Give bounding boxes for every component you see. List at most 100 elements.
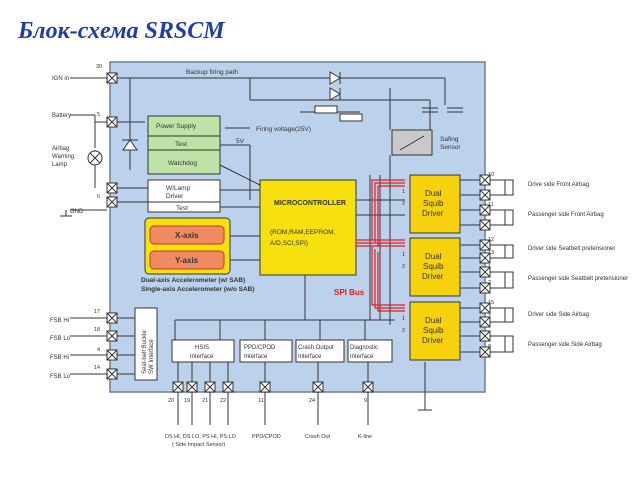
svg-text:Driver side Seatbelt pretensio: Driver side Seatbelt pretensioner (528, 246, 615, 252)
squib-label: Dual (425, 189, 442, 198)
svg-text:Crash Out: Crash Out (305, 434, 331, 440)
svg-text:FSB Hi: FSB Hi (50, 318, 69, 324)
svg-text:1: 1 (402, 316, 405, 322)
squib-output-wiring (460, 179, 505, 353)
squib-label: Squib (423, 326, 444, 335)
mcu-title: MICROCONTROLLER (274, 200, 346, 207)
ground-icon (60, 210, 72, 217)
hsis-label: HSIS (195, 345, 209, 351)
svg-text:Passenger side Side Airbag: Passenger side Side Airbag (528, 342, 602, 348)
svg-text:IGN in: IGN in (52, 76, 69, 82)
svg-text:FSB Lo: FSB Lo (50, 336, 71, 342)
svg-text:Passenger side Front Airbag: Passenger side Front Airbag (528, 212, 604, 218)
svg-text:10: 10 (488, 172, 494, 178)
crash-label: Crash Output (298, 345, 334, 351)
squib-label: Squib (423, 199, 444, 208)
squib-label: Driver (422, 336, 444, 345)
test-label: Test (175, 141, 187, 148)
spi-bus-label: SPI Bus (334, 288, 365, 297)
diode-icon (329, 71, 341, 101)
svg-text:14: 14 (94, 365, 100, 371)
svg-text:24: 24 (309, 398, 315, 404)
backup-path-label: Backup firing path (186, 69, 238, 76)
ppd-label: PPD/CPOD (244, 345, 276, 351)
ppd-interface-label: Interface (244, 354, 268, 360)
svg-text:Passenger side Seatbelt preten: Passenger side Seatbelt pretensioner (528, 276, 628, 282)
microcontroller-block (259, 179, 357, 276)
svg-text:11: 11 (488, 202, 494, 208)
svg-text:15: 15 (488, 300, 494, 306)
diode-icon (122, 139, 138, 151)
svg-text:7: 7 (488, 314, 491, 320)
svg-text:20: 20 (168, 398, 174, 404)
svg-text:FSB Lo: FSB Lo (50, 374, 71, 380)
svg-text:12: 12 (488, 237, 494, 243)
svg-text:30: 30 (96, 64, 102, 70)
seatbelt-label: Seat-belt Buckle (142, 330, 148, 374)
ppd-interface-block (239, 339, 293, 363)
mcu-sub1: (ROM,RAM,EEPROM, (270, 229, 336, 236)
svg-text:2: 2 (488, 280, 491, 286)
svg-text:2: 2 (402, 264, 405, 270)
bottom-wiring (177, 362, 426, 425)
svg-text:1: 1 (488, 264, 491, 270)
seatbelt-interface-block (134, 307, 158, 381)
bottom-labels: DS HI, DS LO, PS HI, PS LO ( Side Impact… (165, 434, 372, 448)
svg-text:4: 4 (97, 347, 100, 353)
wlamp-driver-block (147, 179, 221, 213)
diagnostic-interface-block (347, 339, 393, 363)
svg-text:Warning: Warning (52, 154, 74, 160)
svg-text:1: 1 (402, 189, 405, 195)
svg-text:11: 11 (258, 398, 264, 404)
firing-voltage-label: Firing voltage(25V) (256, 126, 311, 133)
svg-text:18: 18 (94, 327, 100, 333)
spi-bus-wires (356, 179, 405, 312)
x-axis-label: X-axis (175, 231, 199, 240)
diag-label: Diagnostic (350, 345, 378, 351)
squib-label: Dual (425, 316, 442, 325)
hsis-interface-label: Interface (190, 354, 214, 360)
squib-label: Driver (422, 209, 444, 218)
connector-icon (504, 179, 514, 353)
squib-label: Dual (425, 252, 442, 261)
svg-text:FSB Hi: FSB Hi (50, 355, 69, 361)
diag-interface-label: Interface (350, 354, 374, 360)
resistor-icon (314, 105, 363, 122)
svg-text:6: 6 (97, 194, 100, 200)
y-axis-block (149, 250, 225, 270)
bottom-pin-numbers: 20 19 21 22 11 24 9 (168, 398, 367, 404)
svg-text:1: 1 (402, 252, 405, 258)
svg-text:( Side Impact Sensor): ( Side Impact Sensor) (172, 442, 225, 448)
svg-text:9: 9 (364, 398, 367, 404)
svg-text:2: 2 (402, 328, 405, 334)
power-supply-label: Power Supply (156, 123, 197, 130)
svg-text:Battery: Battery (52, 113, 71, 119)
svg-text:8: 8 (488, 344, 491, 350)
safing-label: Safing (440, 136, 459, 143)
svg-text:5: 5 (97, 112, 100, 118)
sw-interface-label: SW Interface (149, 339, 155, 374)
watchdog-label: Watchdog (168, 160, 197, 167)
svg-text:22: 22 (220, 398, 226, 404)
left-pin-numbers: 30 5 6 17 18 4 14 (94, 64, 102, 371)
svg-text:GND: GND (70, 209, 84, 215)
hsis-interface-block (171, 339, 235, 363)
five-v-label: 5V (236, 138, 245, 145)
svg-text:Driver side Side Airbag: Driver side Side Airbag (528, 312, 589, 318)
squib-label: Driver (422, 272, 444, 281)
svg-text:Lamp: Lamp (52, 162, 68, 168)
squib-driver-3: Dual Squib Driver (409, 301, 461, 361)
accel-single-label: Single-axis Accelerometer (w/o SAB) (141, 286, 255, 293)
squib-label: Squib (423, 262, 444, 271)
svg-text:2: 2 (402, 201, 405, 207)
svg-text:19: 19 (184, 398, 190, 404)
mcu-sub2: A/D,SCI,SPI) (270, 240, 308, 247)
svg-text:17: 17 (94, 309, 100, 315)
left-wiring (70, 77, 135, 375)
svg-text:K-line: K-line (358, 434, 372, 440)
left-labels: IGN in Battery Airbag Warning Lamp GND F… (50, 76, 84, 380)
squib-input-pins: 1 2 1 2 1 2 (402, 189, 405, 334)
crash-output-block (295, 339, 345, 363)
page-title: Блок-схема SRSCM (18, 18, 225, 44)
svg-text:Drive side Front Airbag: Drive side Front Airbag (528, 182, 589, 188)
